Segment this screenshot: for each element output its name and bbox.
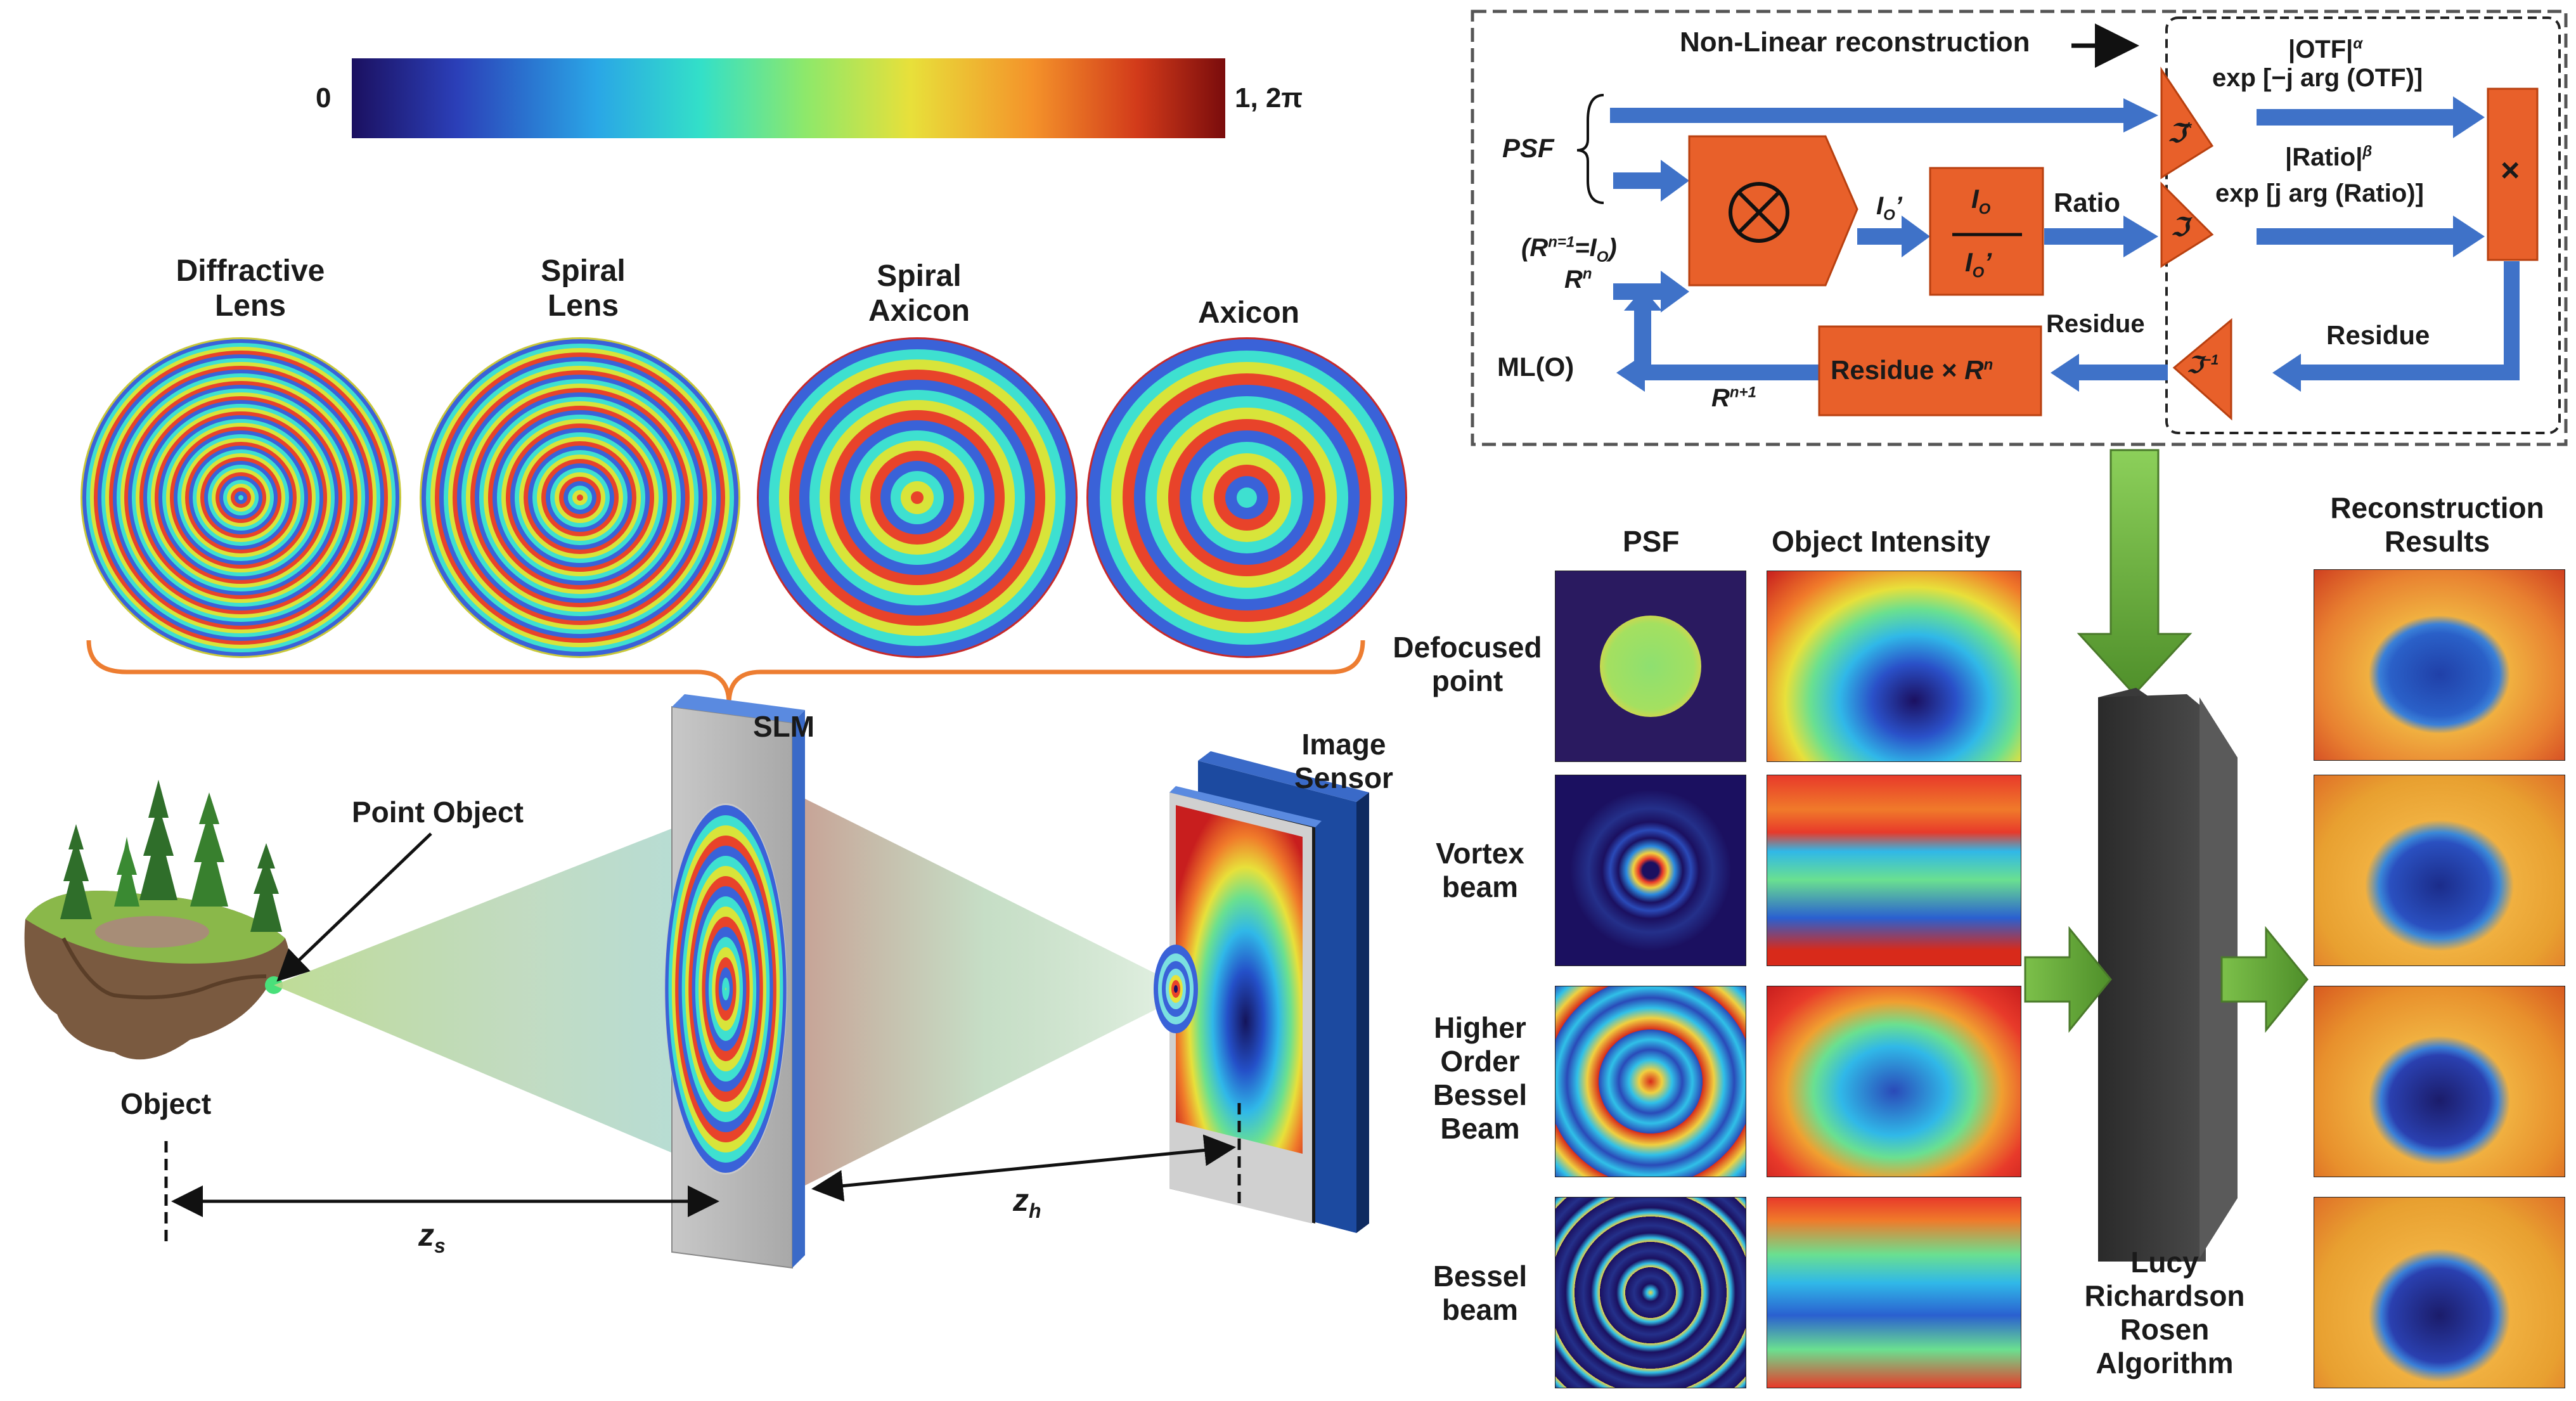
fourier-conj-triangle [2160,67,2214,179]
rn-init-label: (Rn=1=IO) [1521,233,1617,266]
light-cone-object-slm [274,786,780,1198]
object-panel-defocused [1767,571,2021,762]
point-object-label: Point Object [352,796,524,829]
green-arrow-right [2220,926,2309,1033]
psf-panel-defocused [1555,571,1746,762]
fourier-label: ℑ [2171,214,2189,242]
object-panel-bessel [1767,1197,2021,1388]
colorbar-max-label: 1, 2π [1235,82,1303,113]
ratio-exp-label: exp [j arg (Ratio)] [2215,179,2424,207]
zh-label: zh [1013,1182,1041,1222]
zs-label: zs [418,1217,446,1257]
green-arrow-left [2024,926,2112,1033]
slm-label: SLM [753,710,815,743]
image-sensor [1169,751,1369,1233]
object-panel-higher-order-bessel [1767,986,2021,1177]
col-object-header: Object Intensity [1772,525,1991,558]
rn-label: Rn [1564,265,1592,294]
fourier-triangle [2160,181,2214,268]
fourier-subbox [2165,16,2561,434]
multiply-block [2487,87,2539,261]
recon-panel-higher-order-bessel [2314,986,2565,1177]
mask-spiral-lens [420,337,740,658]
lrra-block [2098,688,2238,1262]
blue-arrows [1610,96,2520,392]
light-cone-slm-sensor [780,786,1192,1198]
residue-times-block [1818,325,2042,416]
residue-label: Residue [2326,320,2430,350]
fourier-conj-label: ℑ* [2168,119,2192,148]
io-prime-label: IO’ [1876,192,1902,224]
mask-axicon [1086,337,1407,658]
ratio-mag-label: |Ratio|β [2285,143,2373,171]
ratio-block [1929,167,2044,296]
recon-panel-vortex [2314,775,2565,966]
mask-title-axicon: Axicon [1197,296,1300,330]
ratio-label: Ratio [2054,188,2120,217]
sensor-psf-rings [1154,945,1198,1033]
multiply-symbol: × [2501,152,2520,189]
algorithm-blocks [1688,67,2539,421]
psf-input-label: PSF [1502,133,1554,163]
colorbar-min-label: 0 [316,82,332,113]
rn1-label: Rn+1 [1711,384,1756,412]
algorithm-box [1471,10,2568,446]
residue-tilde-label: Residue [2046,310,2145,338]
point-object-arrow [276,832,432,982]
recon-panel-defocused [2314,569,2565,761]
otf-mag-label: |OTF|α [2288,35,2363,63]
recon-panel-bessel [2314,1197,2565,1388]
col-psf-header: PSF [1623,525,1680,558]
mask-spiral-axicon [757,337,1078,658]
ml-output-label: ML(O) [1497,352,1575,382]
ratio-numerator: IO [1971,184,1991,218]
mask-diffractive-lens [80,337,401,658]
psf-panel-vortex [1555,775,1746,966]
inv-fourier-triangle [2172,318,2232,421]
convolution-block [1688,135,1858,287]
otf-exp-label: exp [−j arg (OTF)] [2212,64,2423,92]
psf-panel-higher-order-bessel [1555,986,1746,1177]
ratio-denominator: IO’ [1965,247,1992,281]
zh-arrow [811,1134,1236,1202]
green-down-arrow [2077,449,2193,696]
colorbar [352,58,1225,138]
psf-brace [1576,94,1604,204]
residue-times-label: Residue × Rn [1831,355,1993,385]
slm-spiral-pattern [664,803,787,1175]
inv-fourier-label: ℑ−1 [2187,352,2219,378]
object-panel-vortex [1767,775,2021,966]
object-label: Object [120,1087,212,1120]
object-island [24,780,289,1060]
algorithm-title: Non-Linear reconstruction [1680,27,2030,58]
psf-panel-bessel [1555,1197,1746,1388]
